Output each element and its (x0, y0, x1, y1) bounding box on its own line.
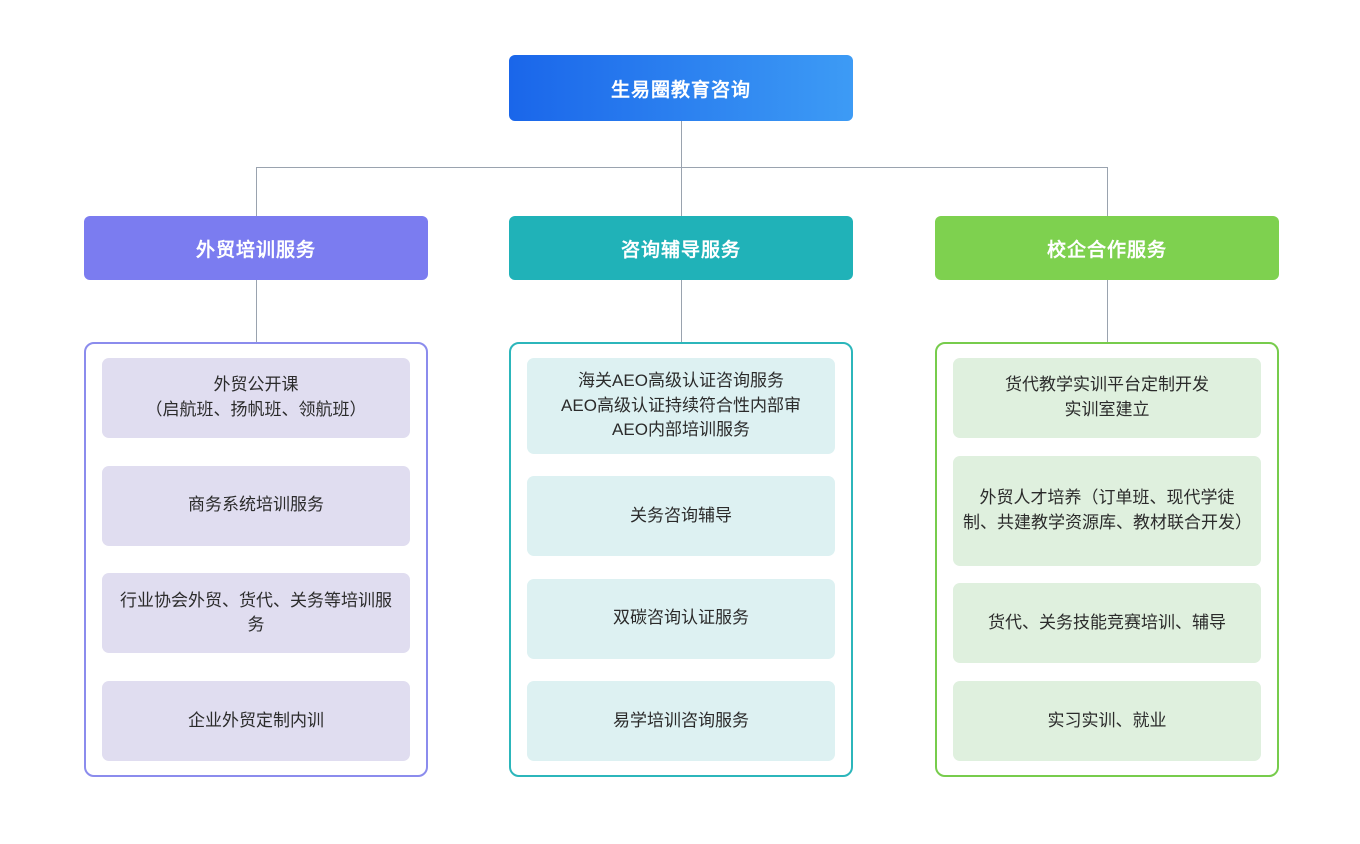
branch-3-card-3-label: 货代、关务技能竞赛培训、辅导 (988, 612, 1226, 632)
branch-header-label-1: 外贸培训服务 (195, 239, 316, 261)
branch-3-card-3[interactable]: 货代、关务技能竞赛培训、辅导 (953, 583, 1261, 664)
branch-2-card-3-label: 双碳咨询认证服务 (613, 608, 749, 628)
branch-header-2[interactable]: 咨询辅导服务 (509, 216, 853, 280)
branch-1-card-2[interactable]: 商务系统培训服务 (102, 465, 410, 546)
connector-header-to-group-3 (1107, 280, 1108, 342)
branch-3-card-1-label: 货代教学实训平台定制开发实训室建立 (1005, 375, 1209, 419)
branch-2-card-3[interactable]: 双碳咨询认证服务 (527, 578, 835, 659)
branch-column-3: 校企合作服务 货代教学实训平台定制开发实训室建立 外贸人才培养（订单班、现代学徒… (935, 216, 1279, 777)
branch-3-card-1[interactable]: 货代教学实训平台定制开发实训室建立 (953, 358, 1261, 438)
branch-3-card-4[interactable]: 实习实训、就业 (953, 680, 1261, 761)
branch-column-1: 外贸培训服务 外贸公开课（启航班、扬帆班、领航班） 商务系统培训服务 行业协会外… (84, 216, 428, 777)
branch-2-card-2[interactable]: 关务咨询辅导 (527, 476, 835, 557)
branch-3-card-2[interactable]: 外贸人才培养（订单班、现代学徒制、共建教学资源库、教材联合开发） (953, 455, 1261, 566)
branch-2-card-4[interactable]: 易学培训咨询服务 (527, 680, 835, 761)
connector-drop-branch-1 (256, 167, 257, 216)
branch-header-1[interactable]: 外贸培训服务 (84, 216, 428, 280)
connector-header-to-group-1 (256, 280, 257, 342)
branch-card-group-3: 货代教学实训平台定制开发实训室建立 外贸人才培养（订单班、现代学徒制、共建教学资… (935, 342, 1279, 777)
branch-1-card-1-label: 外贸公开课（启航班、扬帆班、领航班） (145, 375, 367, 419)
branch-1-card-4-label: 企业外贸定制内训 (188, 710, 324, 730)
branch-header-label-3: 校企合作服务 (1046, 239, 1167, 261)
branch-header-3[interactable]: 校企合作服务 (935, 216, 1279, 280)
branch-2-card-4-label: 易学培训咨询服务 (613, 710, 749, 730)
root-node-label: 生易圈教育咨询 (610, 79, 751, 101)
branch-3-card-2-label: 外贸人才培养（订单班、现代学徒制、共建教学资源库、教材联合开发） (963, 488, 1252, 532)
connector-drop-branch-2 (681, 167, 682, 216)
branch-1-card-1[interactable]: 外贸公开课（启航班、扬帆班、领航班） (102, 358, 410, 438)
branch-header-label-2: 咨询辅导服务 (620, 239, 741, 261)
branch-card-group-1: 外贸公开课（启航班、扬帆班、领航班） 商务系统培训服务 行业协会外贸、货代、关务… (84, 342, 428, 777)
branch-1-card-2-label: 商务系统培训服务 (188, 495, 324, 515)
connector-header-to-group-2 (681, 280, 682, 342)
branch-1-card-3[interactable]: 行业协会外贸、货代、关务等培训服务 (102, 573, 410, 654)
connector-root-stem (681, 121, 682, 167)
branch-3-card-4-label: 实习实训、就业 (1047, 710, 1167, 730)
branch-2-card-2-label: 关务咨询辅导 (630, 506, 732, 525)
connector-drop-branch-3 (1107, 167, 1108, 216)
branch-1-card-3-label: 行业协会外贸、货代、关务等培训服务 (120, 590, 392, 635)
root-node[interactable]: 生易圈教育咨询 (509, 55, 853, 121)
branch-1-card-4[interactable]: 企业外贸定制内训 (102, 680, 410, 761)
